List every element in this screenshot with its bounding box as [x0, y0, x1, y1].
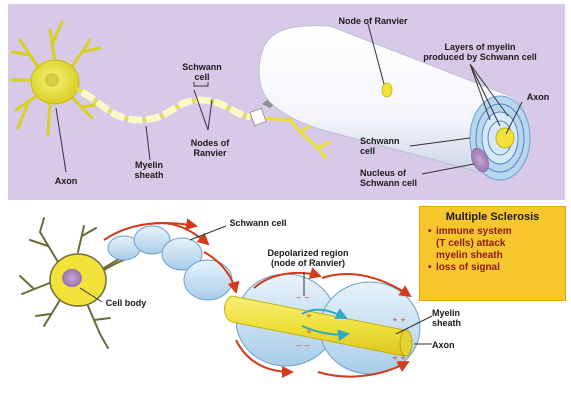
label-cell-body: Cell body	[98, 298, 154, 308]
svg-text:+ +: + +	[392, 316, 406, 324]
label-axon-bottom: Axon	[432, 340, 468, 350]
label-schwann-cell-bottom: Schwann cell	[218, 218, 298, 228]
svg-text:− −: − −	[296, 342, 310, 350]
svg-text:+: +	[306, 312, 312, 320]
svg-text:+: +	[306, 328, 312, 336]
svg-text:+ +: + +	[392, 354, 406, 362]
label-axon-right: Axon	[518, 92, 558, 102]
ms-item-signal: loss of signal	[426, 262, 559, 274]
ms-item-immune: immune system (T cells) attack myelin sh…	[426, 226, 559, 262]
label-nucleus-schwann: Nucleus of Schwann cell	[360, 168, 430, 188]
svg-text:− −: − −	[296, 294, 310, 302]
label-myelin-sheath-top: Myelin sheath	[124, 160, 174, 180]
label-axon-left: Axon	[48, 176, 84, 186]
multiple-sclerosis-box: Multiple Sclerosis immune system (T cell…	[419, 206, 566, 301]
label-schwann-cell-mid: Schwann cell	[360, 136, 410, 156]
node-of-ranvier-dot	[382, 83, 392, 97]
label-nodes-of-ranvier: Nodes of Ranvier	[186, 138, 234, 158]
ms-title: Multiple Sclerosis	[426, 211, 559, 223]
label-depolarized-region: Depolarized region (node of Ranvier)	[256, 248, 360, 268]
label-layers-of-myelin: Layers of myelin produced by Schwann cel…	[398, 42, 562, 62]
label-node-of-ranvier: Node of Ranvier	[330, 16, 416, 26]
cell-body-nucleus	[62, 269, 82, 287]
label-myelin-sheath-bottom: Myelin sheath	[432, 308, 472, 328]
label-schwann-cell-top: Schwann cell	[180, 62, 224, 82]
